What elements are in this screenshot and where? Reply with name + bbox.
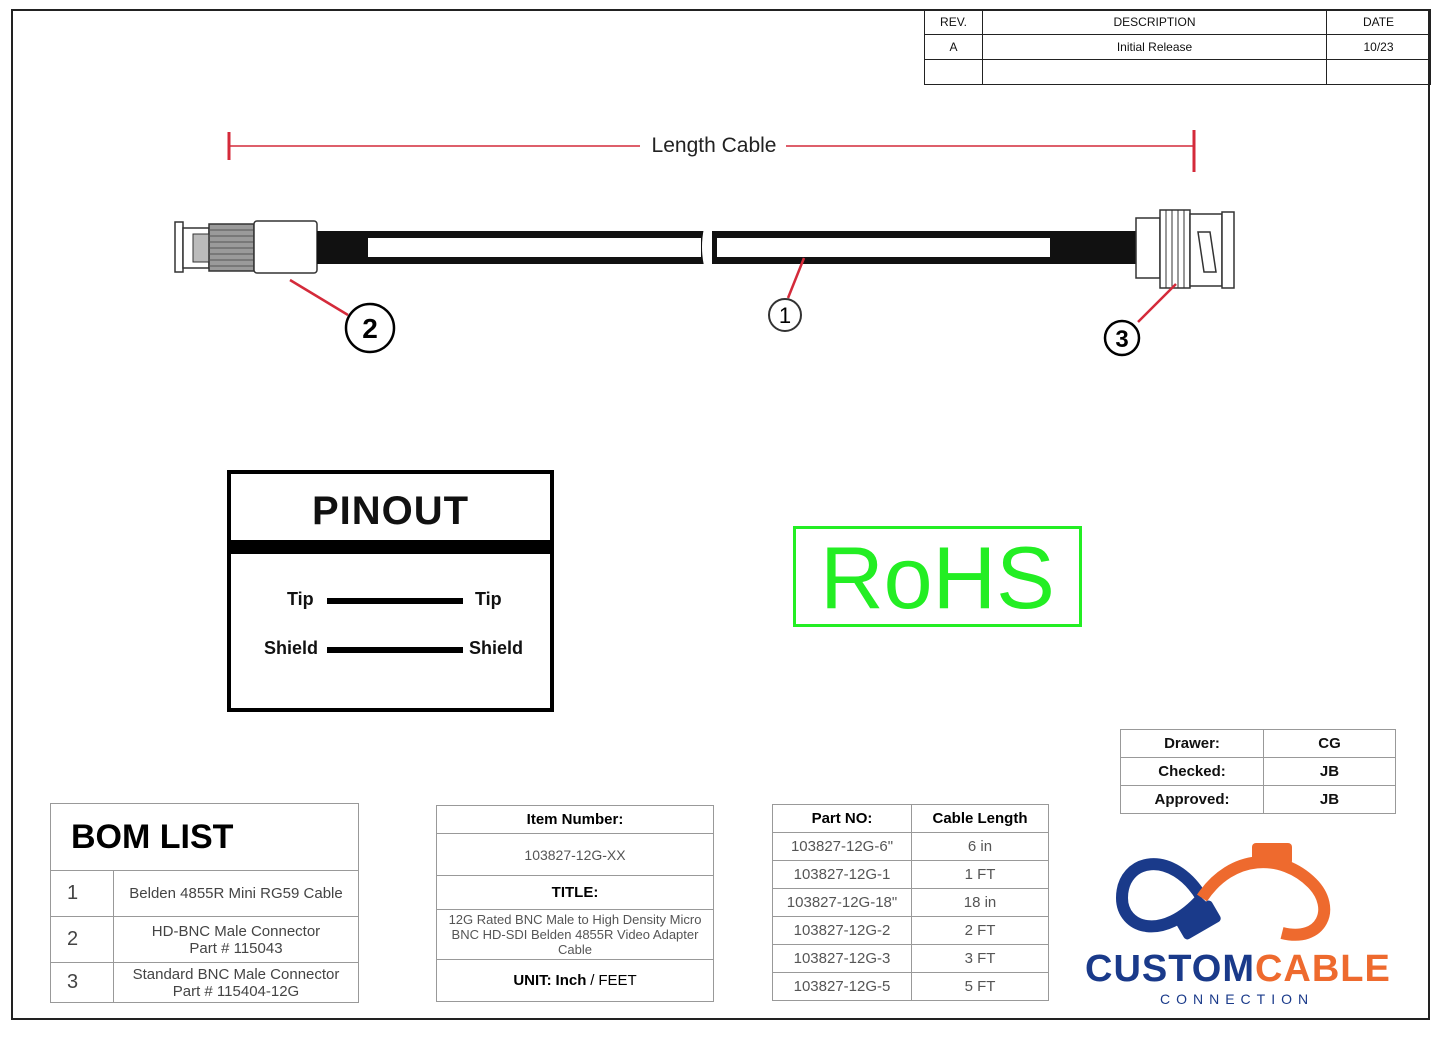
title-label: TITLE: (436, 875, 714, 910)
approved-value: JB (1263, 785, 1396, 814)
unit-separator: / (590, 972, 595, 989)
cable-length-header: Cable Length (911, 804, 1049, 833)
checked-value: JB (1263, 757, 1396, 786)
pin-wire (327, 598, 463, 604)
part-numbers-table: Part NO: Cable Length 103827-12G-6"6 in … (772, 804, 1049, 1001)
unit-feet: FEET (598, 972, 637, 989)
cable-body (317, 228, 1136, 266)
bom-item-line: HD-BNC Male Connector (151, 922, 321, 940)
bom-item-part: Part # 115043 (189, 939, 283, 957)
part-no-cell: 103827-12G-2 (772, 916, 912, 945)
part-no-cell: 103827-12G-3 (772, 944, 912, 973)
bom-row: 1 Belden 4855R Mini RG59 Cable (50, 870, 359, 917)
part-no-cell: 103827-12G-6" (772, 832, 912, 861)
pin-wire (327, 647, 463, 653)
approvals-table: Drawer: CG Checked: JB Approved: JB (1120, 729, 1396, 814)
drawer-value: CG (1263, 729, 1396, 758)
item-number-label: Item Number: (436, 805, 714, 834)
unit-label: UNIT: (513, 972, 552, 989)
pinout-title: PINOUT (311, 489, 470, 533)
bnc-connector (1135, 209, 1235, 289)
pin-left-tip: Tip (287, 589, 314, 609)
bom-item-line: Belden 4855R Mini RG59 Cable (129, 885, 343, 902)
date-cell (1326, 59, 1431, 85)
dimension-label: Length Cable (652, 134, 777, 157)
bom-item-number: 3 (50, 962, 114, 1003)
checked-label: Checked: (1120, 757, 1264, 786)
table-row: 103827-12G-6"6 in (772, 832, 1049, 861)
title-value: 12G Rated BNC Male to High Density Micro… (436, 909, 714, 960)
date-header: DATE (1326, 9, 1431, 35)
approved-label: Approved: (1120, 785, 1264, 814)
bom-table: BOM LIST 1 Belden 4855R Mini RG59 Cable … (50, 803, 359, 1003)
callout-leader (1137, 283, 1177, 323)
drawing-frame (11, 9, 1430, 1020)
logo-word-cable: CABLE (1254, 948, 1391, 990)
callout-3: 3 (1103, 319, 1141, 357)
pin-right-shield: Shield (469, 638, 524, 658)
callout-number: 3 (1115, 326, 1128, 353)
cable-diagram: Length Cable (174, 130, 1235, 357)
pin-left-shield: Shield (264, 638, 319, 658)
bom-item-line: Standard BNC Male Connector (132, 965, 340, 983)
length-cell: 6 in (911, 832, 1049, 861)
bom-title: BOM LIST (50, 803, 359, 871)
pin-right-tip: Tip (475, 589, 502, 609)
rohs-mark: RoHS (793, 526, 1082, 627)
logo-subtitle: CONNECTION (1160, 991, 1315, 1007)
part-no-cell: 103827-12G-5 (772, 972, 912, 1001)
custom-cable-logo-icon (1115, 843, 1331, 941)
length-cell: 5 FT (911, 972, 1049, 1001)
item-number-value: 103827-12G-XX (436, 833, 714, 876)
logo-word-custom: CUSTOM (1085, 948, 1255, 990)
bom-item-number: 1 (50, 870, 114, 917)
callout-number: 2 (362, 313, 378, 344)
bom-item-number: 2 (50, 916, 114, 963)
pinout-divider (231, 540, 550, 554)
callout-leader (289, 278, 349, 317)
drawer-label: Drawer: (1120, 729, 1264, 758)
length-cell: 18 in (911, 888, 1049, 917)
bom-item-description: Belden 4855R Mini RG59 Cable (113, 870, 359, 917)
length-cell: 2 FT (911, 916, 1049, 945)
description-header: DESCRIPTION (982, 9, 1327, 35)
part-no-cell: 103827-12G-1 (772, 860, 912, 889)
callout-leader (786, 257, 806, 299)
item-info-table: Item Number: 103827-12G-XX TITLE: 12G Ra… (436, 805, 714, 1002)
part-no-header: Part NO: (772, 804, 912, 833)
rev-cell (924, 59, 983, 85)
date-cell: 10/23 (1326, 34, 1431, 60)
length-cell: 3 FT (911, 944, 1049, 973)
dimension-line (227, 130, 1196, 172)
revision-table: REV. DESCRIPTION DATE A Initial Release … (924, 9, 1431, 85)
unit-inch: Inch (555, 972, 587, 989)
hd-bnc-connector (174, 220, 318, 274)
callout-number: 1 (779, 303, 791, 328)
length-cell: 1 FT (911, 860, 1049, 889)
bom-item-part: Part # 115404-12G (172, 982, 300, 1000)
part-no-cell: 103827-12G-18" (772, 888, 912, 917)
callout-2: 2 (344, 302, 396, 354)
unit-row: UNIT: Inch / FEET (436, 959, 714, 1002)
table-row: 103827-12G-18"18 in (772, 888, 1049, 917)
logo-wordmark: CUSTOMCABLE (1085, 948, 1391, 991)
pinout-box: PINOUT Tip Tip Shield Shield (227, 470, 554, 712)
callout-1: 1 (768, 298, 802, 332)
